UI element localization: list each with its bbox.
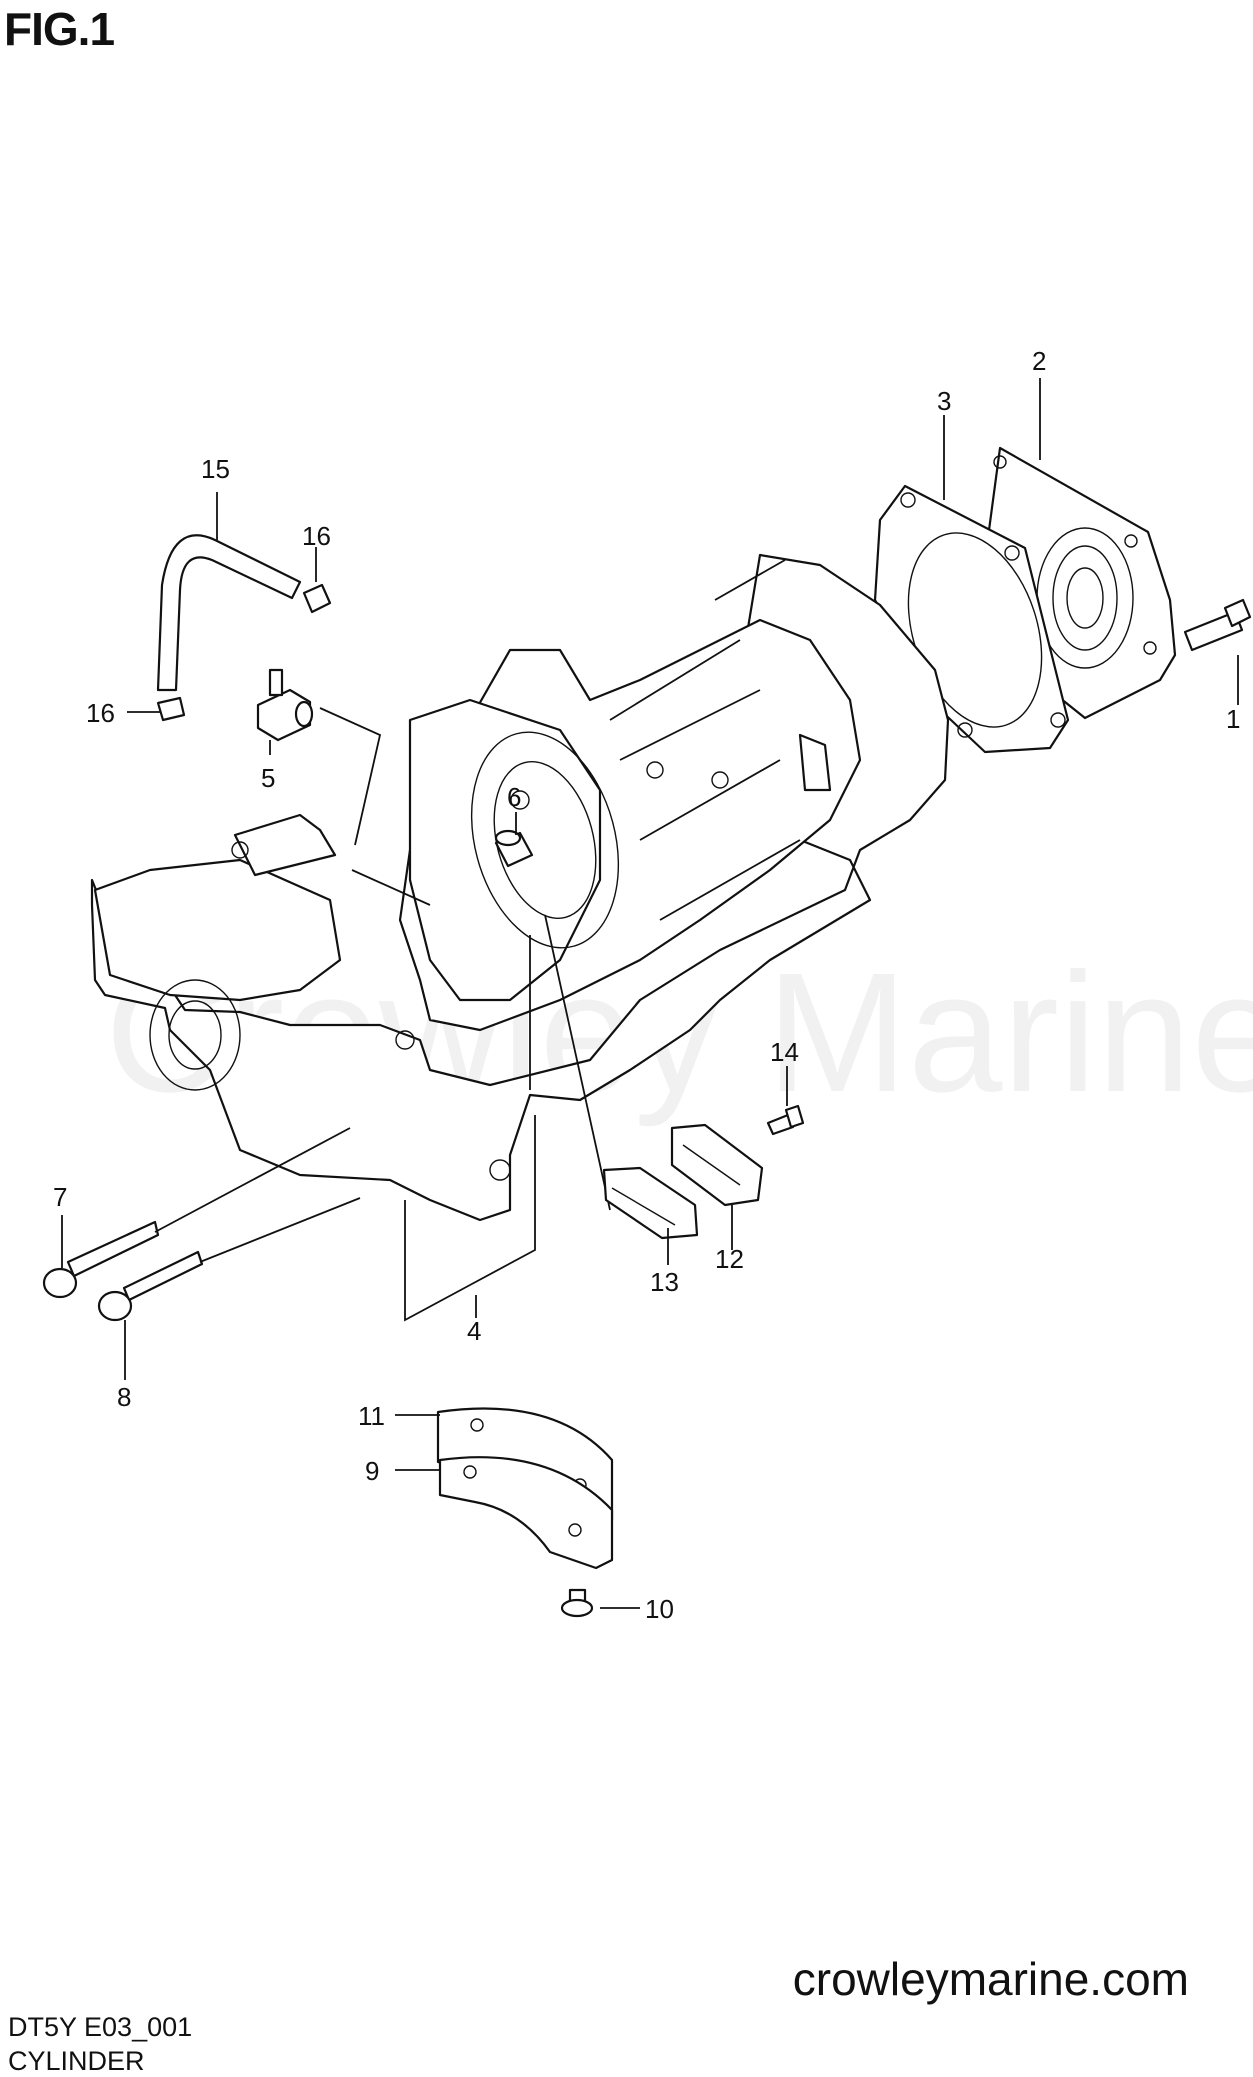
part-10-screw bbox=[560, 1588, 594, 1618]
callout-11: 11 bbox=[358, 1401, 385, 1431]
callout-14: 14 bbox=[770, 1037, 799, 1067]
callout-16-lower: 16 bbox=[86, 698, 115, 728]
part-16-clamp-lower bbox=[156, 696, 186, 722]
callout-4: 4 bbox=[467, 1316, 481, 1346]
part-5-fitting bbox=[256, 668, 314, 742]
diagram-caption: CYLINDER bbox=[8, 2046, 145, 2076]
diagram-code: DT5Y E03_001 bbox=[8, 2012, 193, 2042]
part-9-gasket-plate bbox=[438, 1456, 614, 1570]
callout-7: 7 bbox=[53, 1182, 67, 1212]
part-3-gasket bbox=[873, 484, 1070, 754]
part-6-dowel bbox=[494, 829, 534, 868]
figure-title: FIG.1 bbox=[4, 3, 115, 55]
part-1-bolt bbox=[1183, 598, 1252, 652]
part-13-reed-valve bbox=[602, 1166, 699, 1240]
callout-13: 13 bbox=[650, 1267, 679, 1297]
callout-3: 3 bbox=[937, 386, 951, 416]
callout-12: 12 bbox=[715, 1244, 744, 1274]
part-14-bolt bbox=[766, 1104, 805, 1136]
callout-1: 1 bbox=[1226, 704, 1240, 734]
callout-5: 5 bbox=[261, 763, 275, 793]
leader-lines bbox=[61, 378, 1239, 1609]
callout-16-upper: 16 bbox=[302, 521, 331, 551]
part-15-hose bbox=[156, 534, 302, 692]
website-label: crowleymarine.com bbox=[792, 1953, 1189, 2005]
part-4-cylinder-block bbox=[90, 553, 950, 1322]
part-7-bolt bbox=[42, 1220, 160, 1299]
callout-labels: 1 2 3 4 5 6 7 8 9 10 11 12 13 14 15 16 1… bbox=[53, 346, 1240, 1624]
callout-10: 10 bbox=[645, 1594, 674, 1624]
callout-9: 9 bbox=[365, 1456, 379, 1486]
callout-6: 6 bbox=[507, 782, 521, 812]
part-12-reed-stopper bbox=[670, 1123, 764, 1207]
callout-15: 15 bbox=[201, 454, 230, 484]
part-16-clamp-upper bbox=[302, 583, 332, 614]
callout-2: 2 bbox=[1032, 346, 1046, 376]
callout-8: 8 bbox=[117, 1382, 131, 1412]
part-8-bolt bbox=[97, 1250, 204, 1322]
